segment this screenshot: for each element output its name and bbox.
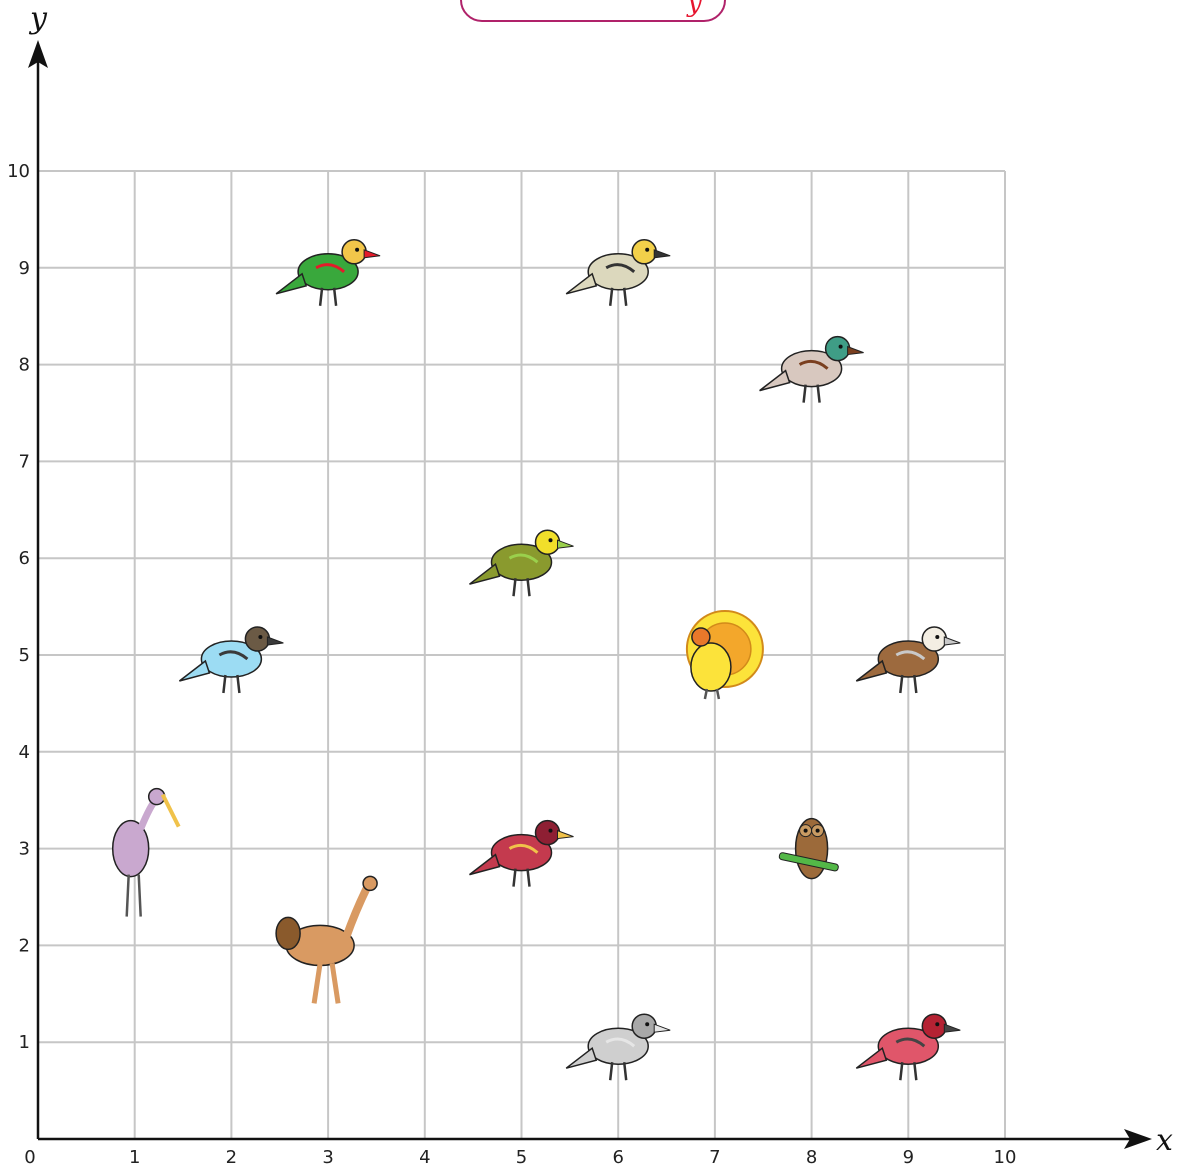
axes: x y	[28, 1, 1173, 1158]
x-tick-label: 9	[903, 1147, 914, 1167]
grid	[38, 171, 1005, 1139]
y-tick-label: 9	[19, 258, 30, 279]
x-tick-label: 1	[129, 1147, 140, 1167]
x-tick-label: 2	[226, 1147, 237, 1167]
y-tick-label: 4	[19, 742, 30, 763]
x-tick-label: 6	[612, 1147, 623, 1167]
x-tick-label: 10	[994, 1147, 1017, 1167]
x-axis-name: x	[1156, 1123, 1173, 1158]
x-tick-label: 0	[24, 1147, 35, 1167]
y-tick-label: 5	[19, 645, 30, 666]
y-tick-label: 8	[19, 355, 30, 376]
tick-labels: 0 1 2 3 4 5 6 7 8 9 10 1 2 3 4 5 6 7 8 9 10	[7, 161, 1016, 1167]
emu-icon	[276, 876, 377, 1003]
x-tick-label: 8	[806, 1147, 817, 1167]
x-tick-label: 3	[322, 1147, 333, 1167]
turkey-icon	[687, 611, 763, 699]
y-tick-label: 2	[19, 935, 30, 956]
x-tick-label: 5	[516, 1147, 527, 1167]
y-tick-label: 1	[19, 1032, 30, 1053]
spoonbill-icon	[113, 789, 179, 917]
y-axis-name: y	[28, 1, 48, 36]
y-tick-label: 7	[19, 451, 30, 472]
y-tick-label: 3	[19, 839, 30, 860]
y-tick-label: 10	[7, 161, 30, 182]
bird-points	[113, 240, 961, 1080]
x-tick-label: 7	[709, 1147, 720, 1167]
y-tick-label: 6	[19, 548, 30, 569]
x-tick-label: 4	[419, 1147, 430, 1167]
